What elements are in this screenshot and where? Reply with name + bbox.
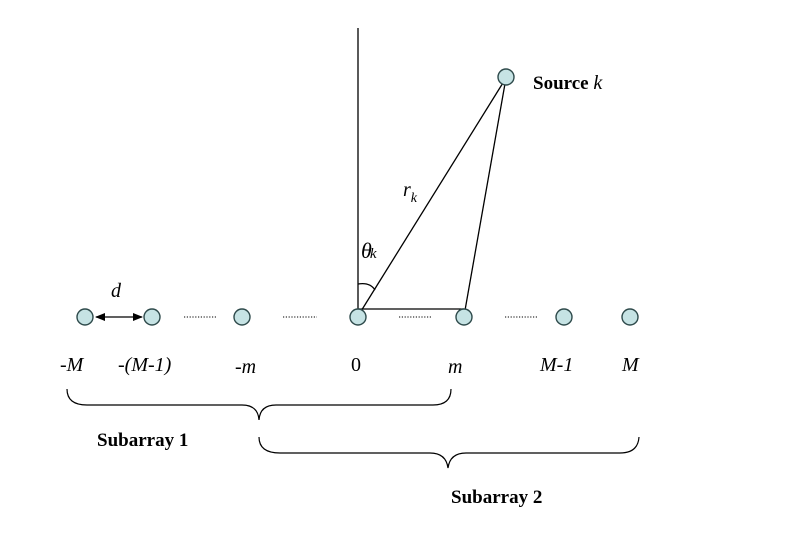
subarray-2-label: Subarray 2 <box>451 487 542 508</box>
sensor-index-label: 0 <box>351 354 361 376</box>
range-line <box>357 77 507 317</box>
subarray-2-brace <box>258 436 640 469</box>
sensor-element <box>455 308 473 326</box>
sensor-index-label: M-1 <box>539 354 573 376</box>
angle-arc <box>357 282 376 291</box>
sensor-index-label: m <box>448 356 462 378</box>
sensor-index-label: -m <box>235 356 256 378</box>
angle-label: θk <box>361 238 377 263</box>
source-label: Source k <box>533 72 603 94</box>
sensor-element <box>349 308 367 326</box>
source-to-sensor-m-line <box>463 77 507 317</box>
sensor-element <box>621 308 639 326</box>
source-marker <box>497 68 515 86</box>
spacing-label: d <box>111 280 122 302</box>
sensor-element <box>233 308 251 326</box>
sensor-element <box>555 308 573 326</box>
sensor-index-label: -M <box>60 354 85 376</box>
sensor-element <box>76 308 94 326</box>
subarray-1-label: Subarray 1 <box>97 430 188 451</box>
sensor-index-label: M <box>621 354 640 376</box>
sensor-index-label: -(M-1) <box>118 354 172 376</box>
subarray-1-brace <box>66 388 452 421</box>
range-label: rk <box>403 179 418 206</box>
sensor-element <box>143 308 161 326</box>
